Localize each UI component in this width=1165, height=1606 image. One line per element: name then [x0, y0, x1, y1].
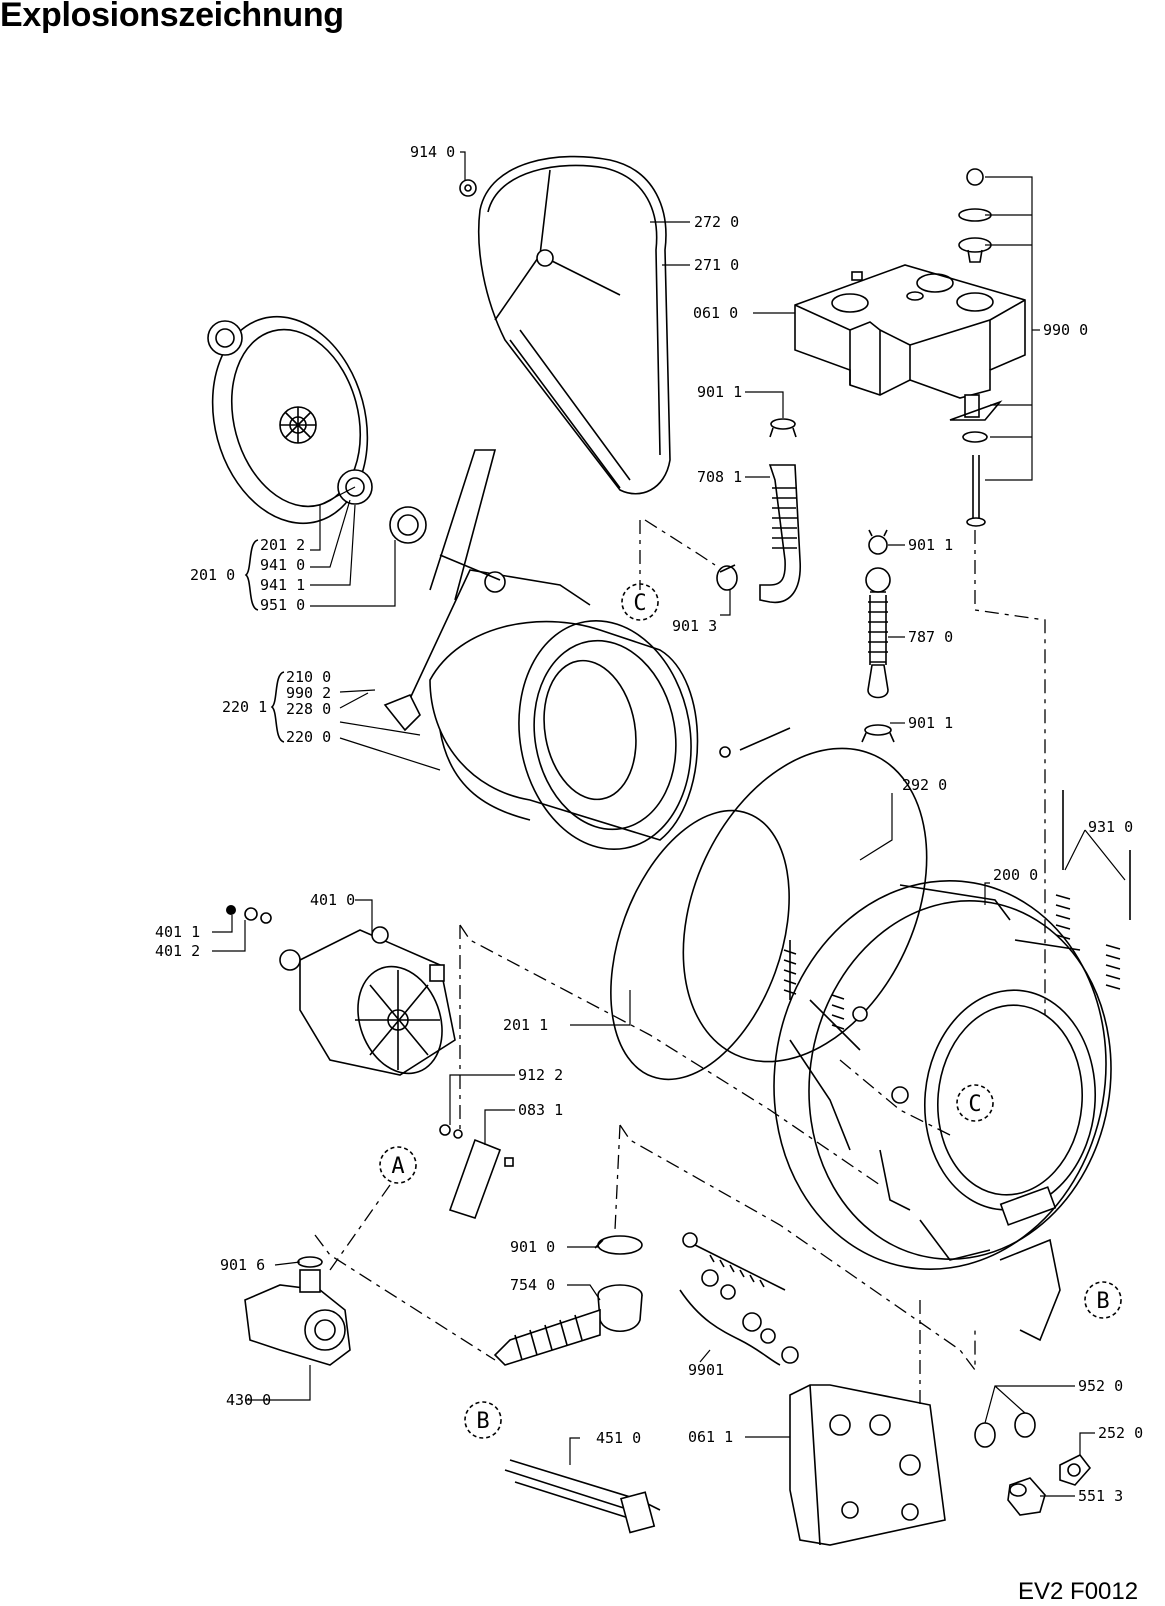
- door-gasket-part: [610, 747, 928, 1081]
- marker-b-tub: B: [1084, 1281, 1122, 1319]
- brace-201-0: [244, 539, 259, 611]
- callout-401-0: 401 0: [310, 891, 355, 909]
- callout-901-0: 901 0: [510, 1238, 555, 1256]
- bracket-part: [439, 1124, 514, 1219]
- callout-200-0: 200 0: [993, 866, 1038, 884]
- callout-941-0: 941 0: [260, 556, 305, 574]
- callout-912-2: 912 2: [518, 1066, 563, 1084]
- callout-401-2: 401 2: [155, 942, 200, 960]
- hose-clamp-part: [769, 418, 797, 438]
- callout-990-0: 990 0: [1043, 321, 1088, 339]
- heater-element-part: [504, 1459, 661, 1534]
- screw-kit-part: [679, 1232, 799, 1366]
- drum-spider-part: [477, 155, 671, 495]
- callout-labels: 914 0 272 0 271 0 061 0 990 0 901 1 708 …: [155, 143, 1143, 1505]
- sensor-part: [1007, 1477, 1046, 1516]
- callout-941-1: 941 1: [260, 576, 305, 594]
- page-title: Explosionszeichnung: [0, 0, 344, 34]
- callout-451-0: 451 0: [596, 1429, 641, 1447]
- pulley-part: [211, 315, 369, 525]
- callout-252-0: 252 0: [1098, 1424, 1143, 1442]
- callout-292-0: 292 0: [902, 776, 947, 794]
- shock-absorber-part: [861, 529, 895, 743]
- drum-part: [383, 449, 699, 851]
- callout-272-0: 272 0: [694, 213, 739, 231]
- svg-text:B: B: [476, 1409, 489, 1434]
- callout-551-3: 551 3: [1078, 1487, 1123, 1505]
- callout-061-1: 061 1: [688, 1428, 733, 1446]
- motor-part: [279, 926, 456, 1076]
- callout-9901: 9901: [688, 1361, 724, 1379]
- nut-part: [459, 179, 477, 197]
- callout-430-0: 430 0: [226, 1391, 271, 1409]
- bearing-part: [207, 320, 243, 356]
- fastener-stack-part: [949, 168, 1003, 527]
- callout-201-0: 201 0: [190, 566, 235, 584]
- screw-part: [719, 727, 791, 758]
- callout-952-0: 952 0: [1078, 1377, 1123, 1395]
- callout-951-0: 951 0: [260, 596, 305, 614]
- marker-b-heater: B: [464, 1401, 502, 1439]
- callout-061-0: 061 0: [693, 304, 738, 322]
- svg-text:B: B: [1096, 1289, 1109, 1314]
- callout-754-0: 754 0: [510, 1276, 555, 1294]
- callout-271-0: 271 0: [694, 256, 739, 274]
- marker-c-tub: C: [956, 1084, 994, 1122]
- bearing-part: [389, 506, 427, 544]
- counterweight-front-part: [789, 1384, 946, 1546]
- callout-201-1: 201 1: [503, 1016, 548, 1034]
- callout-901-1-b: 901 1: [908, 536, 953, 554]
- reference-lines: [314, 519, 1046, 1410]
- washer-part: [226, 905, 272, 924]
- callout-901-1-a: 901 1: [697, 383, 742, 401]
- hose-clamp-part: [594, 1235, 643, 1255]
- callout-228-0: 228 0: [286, 700, 331, 718]
- connecting-hose-part: [759, 464, 801, 604]
- callout-931-0: 931 0: [1088, 818, 1133, 836]
- seal-ring-part: [974, 1412, 1036, 1448]
- hose-clamp-part: [716, 564, 738, 591]
- svg-text:C: C: [633, 591, 646, 616]
- callout-401-1: 401 1: [155, 923, 200, 941]
- spring-part: [783, 790, 1131, 1030]
- svg-text:A: A: [391, 1154, 404, 1179]
- callout-220-1: 220 1: [222, 698, 267, 716]
- nut-part: [1059, 1453, 1092, 1486]
- callout-210-0: 210 0: [286, 668, 331, 686]
- callout-083-1: 083 1: [518, 1101, 563, 1119]
- marker-c-top: C: [621, 583, 659, 621]
- callout-787-0: 787 0: [908, 628, 953, 646]
- callout-901-1-c: 901 1: [908, 714, 953, 732]
- callout-914-0: 914 0: [410, 143, 455, 161]
- sump-hose-part: [493, 1284, 643, 1366]
- drain-pump-part: [244, 1256, 351, 1366]
- marker-a: A: [379, 1146, 417, 1184]
- leader-lines: [212, 151, 1126, 1497]
- callout-201-2: 201 2: [260, 536, 305, 554]
- callout-990-2: 990 2: [286, 684, 331, 702]
- callout-901-3: 901 3: [672, 617, 717, 635]
- callout-901-6: 901 6: [220, 1256, 265, 1274]
- counterweight-top-part: [794, 264, 1026, 399]
- drawing-code: EV2 F0012: [1018, 1578, 1139, 1605]
- callout-220-0: 220 0: [286, 728, 331, 746]
- callout-708-1: 708 1: [697, 468, 742, 486]
- tub-part: [773, 880, 1112, 1342]
- brace-220-1: [270, 671, 285, 743]
- svg-text:C: C: [968, 1092, 981, 1117]
